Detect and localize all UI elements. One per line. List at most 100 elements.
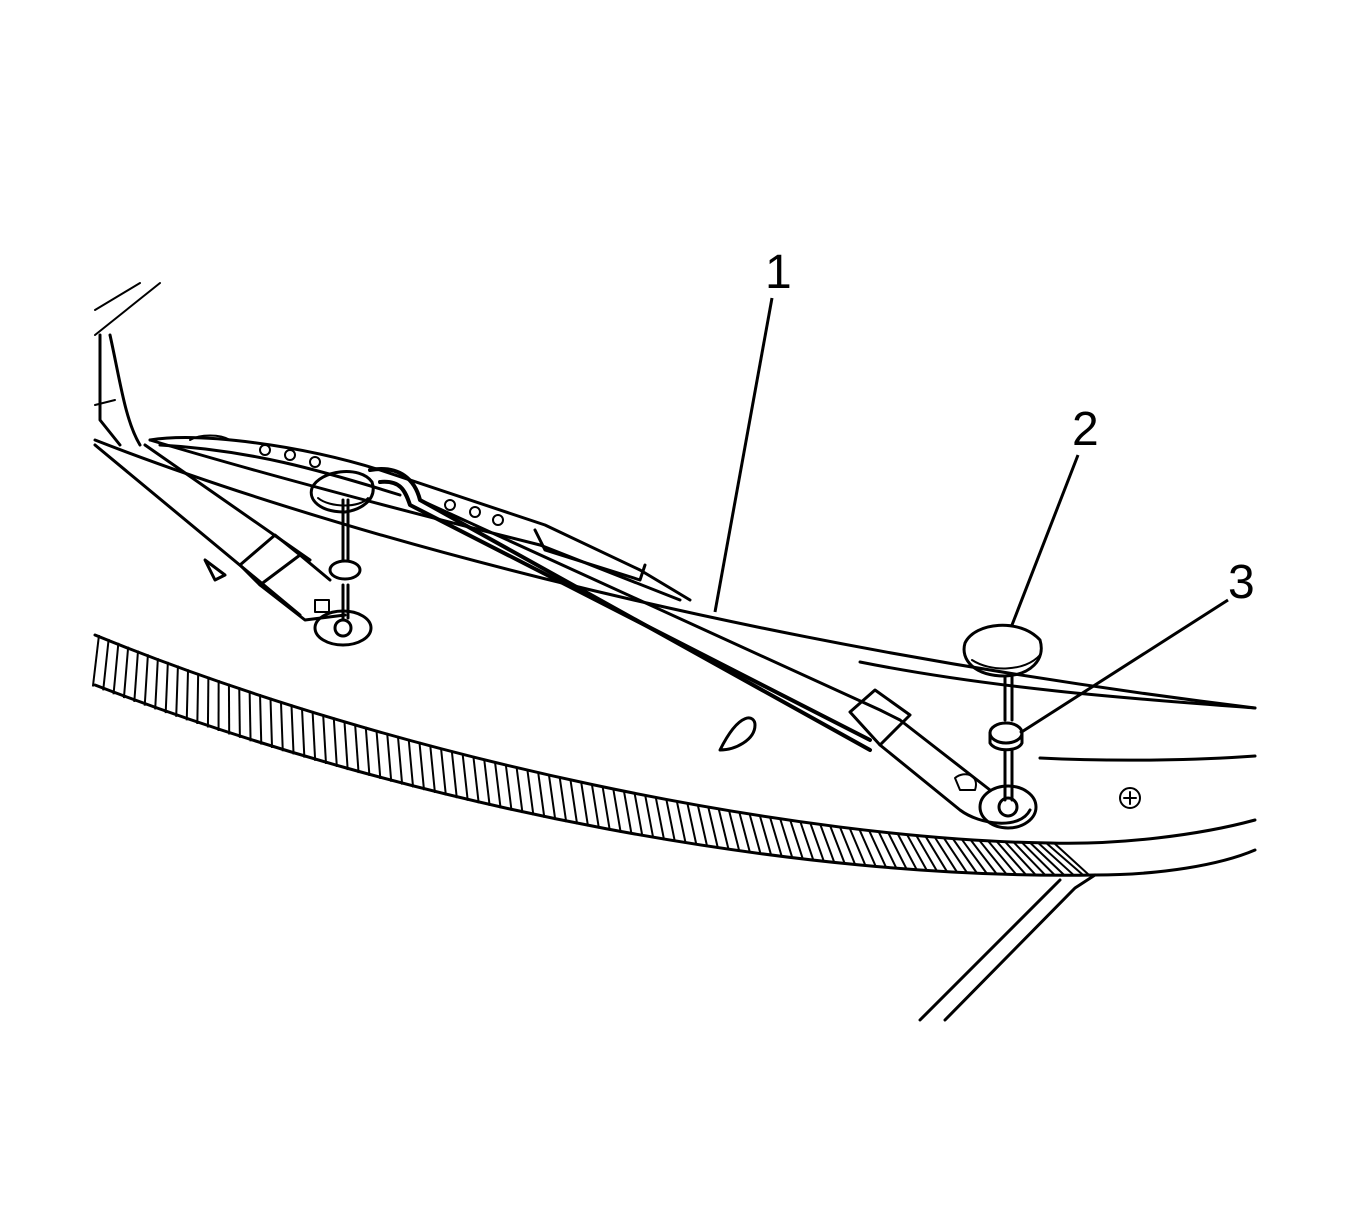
hatch-line: [654, 796, 666, 841]
hatch-line: [707, 806, 719, 849]
hatch-line: [375, 729, 382, 779]
hatch-line: [896, 832, 918, 871]
leader-2: [1010, 454, 1080, 626]
hatch-line: [819, 823, 836, 864]
hatch-line: [175, 665, 179, 717]
hatch-line: [748, 813, 762, 855]
hatch-line: [418, 741, 426, 791]
hatch-line: [343, 720, 349, 771]
hatch-line: [450, 750, 458, 799]
hatch-line: [547, 773, 557, 821]
hatch-line: [612, 787, 622, 833]
hatch-line: [133, 650, 140, 703]
hatch-line: [461, 753, 469, 801]
hatch-line: [569, 778, 579, 825]
leader-3: [1019, 598, 1229, 735]
hatch-line: [364, 726, 371, 777]
hatch-line: [601, 785, 611, 831]
hatch-line: [164, 661, 169, 714]
hatch-line: [537, 771, 546, 818]
hatch-line: [290, 704, 295, 755]
hatch-line: [580, 781, 590, 827]
hatch-line: [407, 738, 415, 788]
hatch-line: [1037, 841, 1075, 876]
hatch-line: [758, 814, 773, 857]
hatch-line: [300, 707, 306, 758]
hatch-line: [558, 776, 568, 823]
hatch-line: [915, 834, 939, 872]
wiper-blade: [148, 434, 692, 602]
hatch-line: [279, 700, 284, 752]
hatch-line: [829, 824, 846, 865]
hatch-line: [504, 763, 513, 811]
hatch-line: [942, 836, 969, 874]
weatherstrip-hatching: [91, 634, 1090, 876]
hatch-line: [196, 672, 200, 724]
hatch-line: [717, 807, 730, 851]
hatch-line: [259, 694, 263, 745]
hatch-line: [248, 690, 252, 742]
hatch-line: [1012, 841, 1047, 876]
callout-1-label: 1: [765, 246, 792, 299]
hatch-line: [439, 747, 447, 796]
hatch-line: [789, 819, 805, 860]
hatch-line: [858, 828, 877, 868]
hatch-line: [429, 744, 436, 793]
callout-leaders: [713, 297, 1229, 735]
hatch-line: [472, 755, 480, 804]
hatch-line: [322, 714, 328, 764]
hatch-line: [238, 687, 241, 738]
hatch-line: [143, 654, 149, 706]
hatch-line: [1029, 841, 1066, 876]
hatch-line: [386, 732, 393, 782]
hatch-line: [483, 758, 491, 806]
hatch-line: [924, 835, 949, 873]
hatch-line: [91, 634, 100, 687]
hatch-line: [887, 831, 908, 870]
callout-2-label: 2: [1072, 403, 1099, 456]
hatch-line: [867, 829, 888, 869]
hatch-line: [493, 761, 502, 809]
hatch-line: [311, 710, 317, 761]
hatch-line: [995, 840, 1027, 876]
pivot-nut: [988, 674, 1024, 802]
wiper-arm: [368, 467, 1141, 830]
pivot-cap: [962, 623, 1043, 678]
callout-3-label: 3: [1228, 556, 1255, 609]
hatch-line: [665, 798, 676, 843]
hatch-line: [779, 817, 794, 859]
hatch-line: [951, 837, 979, 875]
hatch-line: [675, 800, 687, 844]
hatch-line: [633, 792, 644, 837]
hatch-line: [848, 827, 867, 867]
hatch-line: [515, 766, 524, 814]
hatch-line: [768, 816, 783, 858]
hatch-line: [1020, 841, 1056, 876]
hatch-line: [978, 839, 1008, 876]
hatch-line: [738, 811, 752, 854]
hatch-line: [590, 783, 600, 829]
hatch-line: [185, 669, 190, 721]
hatch-line: [877, 830, 898, 870]
hatch-line: [526, 768, 535, 816]
hatch-line: [332, 717, 338, 768]
leader-1: [713, 297, 774, 613]
vehicle-body-outline: [91, 282, 1257, 1022]
hatch-line: [622, 790, 633, 835]
hatch-line: [987, 839, 1018, 876]
hatch-line: [644, 794, 655, 839]
hatch-line: [727, 809, 741, 852]
hatch-line: [905, 833, 928, 872]
hatch-line: [354, 723, 360, 774]
hatch-line: [960, 838, 988, 875]
hatch-line: [696, 804, 709, 848]
hatch-line: [1045, 842, 1084, 876]
hatch-line: [269, 697, 274, 748]
hatch-line: [102, 638, 110, 691]
hatch-line: [933, 836, 959, 874]
hatch-line: [686, 802, 698, 846]
hatch-line: [396, 735, 404, 785]
hatch-line: [1004, 840, 1037, 876]
hatch-line: [799, 820, 815, 862]
